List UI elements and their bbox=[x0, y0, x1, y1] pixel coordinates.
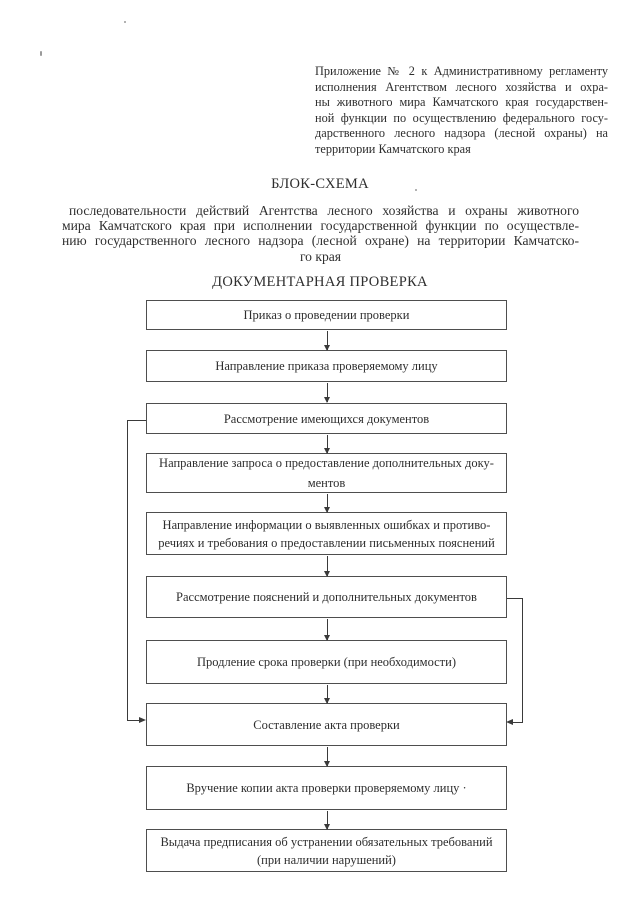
appendix-note: Приложение № 2 к Административному регла… bbox=[315, 64, 608, 157]
flow-box-deliver-act-copy: Вручение копии акта проверки проверяемом… bbox=[146, 766, 507, 810]
arrow-down-icon bbox=[324, 747, 330, 767]
scan-artifact bbox=[124, 21, 126, 23]
flow-box-label: Рассмотрение имеющихся документов bbox=[223, 411, 430, 426]
connector-right-bottom-segment bbox=[513, 722, 523, 723]
appendix-note-line: исполнения Агентством лесного хозяйства … bbox=[315, 79, 608, 94]
arrow-down-icon bbox=[324, 685, 330, 704]
flow-box-label: ментов bbox=[307, 476, 346, 490]
scan-artifact bbox=[415, 189, 417, 191]
appendix-note-line: ны животного мира Камчатского края госуд… bbox=[315, 95, 608, 109]
arrow-left-icon bbox=[506, 719, 513, 725]
arrow-down-icon bbox=[324, 494, 330, 513]
arrow-down-icon bbox=[324, 331, 330, 351]
flow-box-label: Рассмотрение пояснений и дополнительных … bbox=[176, 590, 477, 604]
flow-box-review-documents: Рассмотрение имеющихся документов bbox=[146, 403, 507, 434]
subtitle-line: последовательности действий Агентства ле… bbox=[69, 203, 579, 218]
section-title: ДОКУМЕНТАРНАЯ ПРОВЕРКА bbox=[212, 274, 428, 290]
subtitle-line: мира Камчатского края при исполнении гос… bbox=[62, 218, 579, 234]
flow-box-send-order: Направление приказа проверяемому лицу bbox=[146, 350, 507, 382]
flow-box-inform-errors: Направление информации о выявленных ошиб… bbox=[146, 512, 507, 555]
connector-left-top-segment bbox=[127, 420, 146, 421]
subtitle: последовательности действий Агентства ле… bbox=[62, 203, 579, 264]
arrow-down-icon bbox=[324, 619, 330, 641]
connector-left-vertical-segment bbox=[127, 420, 128, 721]
flow-box-label: речиях и требования о предоставлении пис… bbox=[158, 535, 495, 550]
appendix-note-line: дарственного лесного надзора (лесной охр… bbox=[315, 126, 608, 140]
arrow-right-icon bbox=[139, 717, 146, 723]
connector-right-top-segment bbox=[507, 598, 523, 599]
page-title: БЛОК-СХЕМА bbox=[271, 176, 369, 192]
flow-box-label: Составление акта проверки bbox=[253, 717, 400, 732]
flow-box-label: Приказ о проведении проверки bbox=[243, 308, 410, 322]
flow-box-label: Направление запроса о предоставление доп… bbox=[159, 456, 494, 470]
flow-box-review-explanations: Рассмотрение пояснений и дополнительных … bbox=[146, 576, 507, 618]
flow-box-label: (при наличии нарушений) bbox=[257, 852, 396, 867]
appendix-note-line: ной функции по осуществлению федеральног… bbox=[315, 110, 608, 125]
connector-right-vertical-segment bbox=[522, 598, 523, 723]
arrow-down-icon bbox=[324, 811, 330, 830]
flow-box-label: Направление приказа проверяемому лицу bbox=[215, 359, 438, 373]
appendix-note-line: Приложение № 2 к Административному регла… bbox=[315, 64, 608, 78]
flow-box-label: Выдача предписания об устранении обязате… bbox=[160, 834, 493, 849]
flow-box-request-additional: Направление запроса о предоставление доп… bbox=[146, 453, 507, 493]
arrow-down-icon bbox=[324, 383, 330, 403]
flow-box-label: Направление информации о выявленных ошиб… bbox=[162, 517, 491, 532]
flow-box-issue-prescription: Выдача предписания об устранении обязате… bbox=[146, 829, 507, 872]
subtitle-line: нию государственного лесного надзора (ле… bbox=[62, 233, 579, 249]
flow-box-extend-period: Продление срока проверки (при необходимо… bbox=[146, 640, 507, 684]
appendix-note-line: территории Камчатского края bbox=[315, 141, 471, 156]
flow-box-inspection-order: Приказ о проведении проверки bbox=[146, 300, 507, 330]
scan-artifact bbox=[40, 51, 42, 56]
flow-box-draw-up-act: Составление акта проверки bbox=[146, 703, 507, 746]
arrow-down-icon bbox=[324, 435, 330, 454]
connector-left-bottom-segment bbox=[127, 720, 141, 721]
flow-box-label: Вручение копии акта проверки проверяемом… bbox=[186, 781, 467, 795]
subtitle-line: го края bbox=[299, 248, 342, 264]
flow-box-label: Продление срока проверки (при необходимо… bbox=[196, 655, 456, 669]
arrow-down-icon bbox=[324, 556, 330, 577]
